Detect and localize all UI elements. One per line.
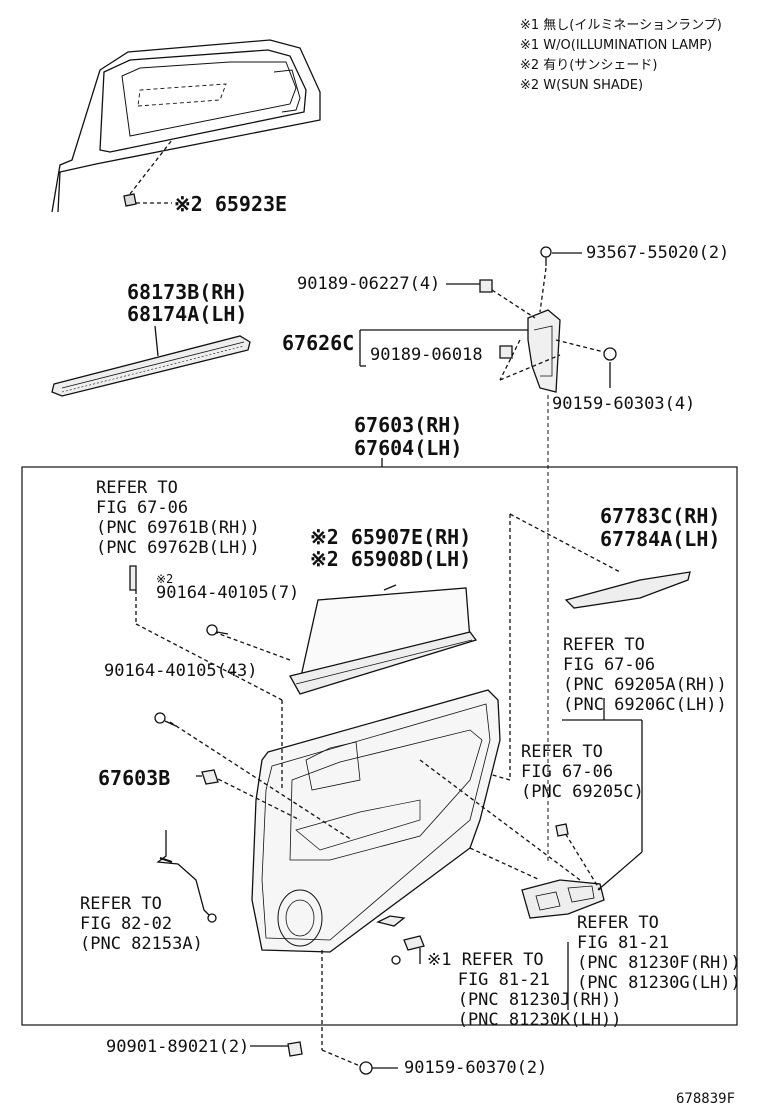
wire-harness-82153A: [156, 830, 217, 923]
legend-line-3: ※2 有り(サンシェード): [520, 58, 658, 73]
refer-81230F[interactable]: REFER TO FIG 81-21 (PNC 81230F(RH)) (PNC…: [577, 913, 741, 993]
sun-shade-65907E: [289, 584, 478, 695]
figure-code: 678839F: [676, 1091, 736, 1107]
label-90164-43[interactable]: 90164-40105(43): [104, 661, 258, 681]
clip-90189-06018: [499, 339, 561, 381]
label-65923E[interactable]: ※2 65923E: [174, 192, 288, 216]
screw-90159-60303: [555, 339, 617, 388]
clip-65923E: [123, 139, 173, 207]
switch-base-81230F: [521, 698, 643, 919]
label-67783C[interactable]: 67783C(RH): [600, 504, 721, 528]
label-68174A[interactable]: 68174A(LH): [127, 302, 248, 326]
refer-69761B[interactable]: REFER TO FIG 67-06 (PNC 69761B(RH)) (PNC…: [96, 478, 260, 558]
lamp-81230J: [391, 935, 569, 1010]
screw-90159-60370: [359, 1061, 398, 1075]
refer-82153A[interactable]: REFER TO FIG 82-02 (PNC 82153A): [80, 894, 203, 954]
refer-69205A[interactable]: REFER TO FIG 67-06 (PNC 69205A(RH)) (PNC…: [563, 635, 727, 715]
label-90901[interactable]: 90901-89021(2): [106, 1037, 250, 1057]
label-90159-60370[interactable]: 90159-60370(2): [404, 1058, 548, 1078]
clip-90189-06227: [446, 279, 536, 319]
door-glass-frame-drawing: [51, 39, 321, 213]
label-65908D[interactable]: ※2 65908D(LH): [310, 547, 472, 571]
label-93567[interactable]: 93567-55020(2): [586, 243, 730, 263]
clip-90901: [250, 1041, 303, 1057]
label-68173B[interactable]: 68173B(RH): [127, 280, 248, 304]
label-67604[interactable]: 67604(LH): [354, 436, 463, 460]
legend-line-2: ※1 W/O(ILLUMINATION LAMP): [520, 38, 713, 53]
screw-90164-43: [154, 712, 177, 727]
clip-67603B: [196, 769, 219, 785]
screw-90164-7: [206, 624, 229, 636]
belt-moulding-68173B: [51, 325, 251, 397]
label-90164-7[interactable]: 90164-40105(7): [156, 583, 300, 603]
bracket-67626C: [359, 309, 561, 393]
label-67603B[interactable]: 67603B: [98, 766, 171, 790]
legend-line-4: ※2 W(SUN SHADE): [520, 78, 644, 93]
label-65907E[interactable]: ※2 65907E(RH): [310, 525, 472, 549]
assembly-frame: [21, 466, 738, 1026]
label-90189-06227[interactable]: 90189-06227(4): [297, 274, 441, 294]
screw-93567: [539, 246, 582, 313]
label-90159-60303[interactable]: 90159-60303(4): [552, 394, 696, 414]
legend-line-1: ※1 無し(イルミネーションランプ): [520, 18, 722, 33]
refer-69205C[interactable]: REFER TO FIG 67-06 (PNC 69205C): [521, 742, 644, 802]
refer-81230J[interactable]: ※1 REFER TO FIG 81-21 (PNC 81230J(RH)) (…: [427, 950, 622, 1030]
door-trim-panel: [251, 689, 501, 953]
note-mark-90164-7: ※2: [156, 572, 174, 586]
label-67603[interactable]: 67603(RH): [354, 413, 463, 437]
speaker-grille: [277, 889, 323, 947]
label-67626C[interactable]: 67626C: [282, 331, 355, 355]
label-67784A[interactable]: 67784A(LH): [600, 527, 721, 551]
label-90189-06018[interactable]: 90189-06018: [370, 345, 483, 365]
clip-refer-69761B: [129, 565, 137, 591]
